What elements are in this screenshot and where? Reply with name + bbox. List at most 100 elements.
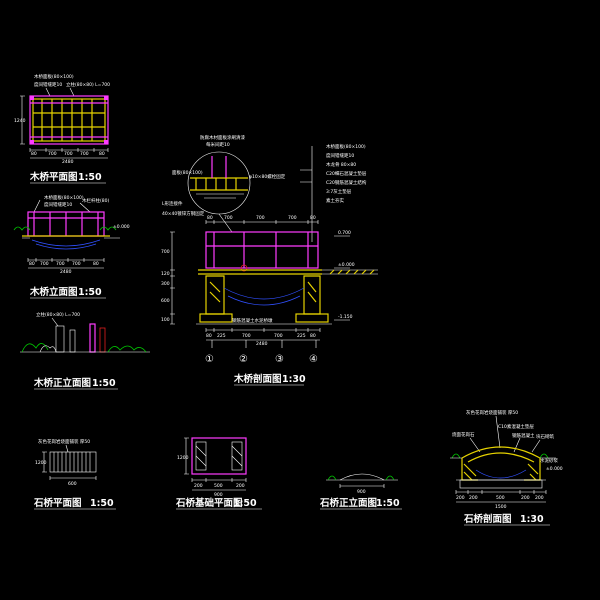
section-left-dim: 100 [161, 317, 170, 323]
section-bottom-dim-line [205, 328, 321, 341]
elev-note-2: 度间错缝距10 [44, 201, 72, 208]
stone-plan-left-dim: 1200 [35, 460, 47, 466]
foundation-left-dim-line [184, 437, 189, 475]
elev-water [31, 239, 101, 247]
section-left-dim: 120 [161, 271, 170, 277]
foundation-footing-left [195, 441, 207, 471]
stone-section-shrubs [451, 453, 549, 459]
stone-section-mid-note-2: 钢筋混凝土 [512, 432, 535, 439]
foundation-dim: 500 [214, 483, 223, 489]
section-bottom-dim: 700 [274, 333, 283, 339]
front-rock [39, 345, 57, 353]
section-note: C20钢筋混凝土结构 [326, 179, 367, 186]
section-bottom-note: 钢筋混凝土水泥桥墩 [232, 317, 273, 324]
stone-section-scale: 1:30 [520, 514, 544, 525]
elev-dim: 80 [29, 261, 35, 267]
plan-dim: 80 [31, 151, 37, 157]
plan-dim: 80 [99, 151, 105, 157]
section-bottom-dim: 225 [217, 333, 226, 339]
bubble-deck [190, 177, 248, 191]
wood-bridge-plan: 木桥面板(80×100) 度间错缝距10 立柱(80×80) L=700 124… [14, 73, 110, 184]
elev-shrubs [13, 226, 117, 231]
section-top-dim-line [205, 220, 319, 224]
foundation-hatch [195, 445, 243, 467]
wood-bridge-front: 立柱(80×80) L=700 木桥正立面图 1:50 [20, 311, 150, 390]
stone-section-dim: 200 [456, 495, 465, 501]
stone-front-title: 石桥正立面图 [319, 497, 377, 509]
section-note: 木桥面板(80×100) [326, 143, 366, 150]
section-note: C20细石混凝土垫层 [326, 170, 367, 177]
plan-post [104, 140, 108, 144]
section-axis-3: ③ [275, 354, 284, 365]
section-title: 木桥剖面图 [233, 373, 282, 385]
section-top-dim: 700 [288, 215, 297, 221]
stone-bridge-front: 900 石桥正立面图 1:50 [319, 473, 402, 510]
stone-section-left-note: 烧面花岗石 [452, 431, 475, 438]
section-left-dim: 600 [161, 298, 170, 304]
stone-plan-leader [65, 444, 69, 453]
stone-section-right-note-2: 水泥砂浆 [540, 457, 558, 464]
bubble-joists [196, 193, 244, 199]
plan-deck-outline [29, 95, 109, 145]
stone-section-abutments [461, 458, 541, 481]
plan-leaders [45, 87, 75, 97]
section-axis-4: ④ [309, 354, 318, 365]
stone-plan-title: 石桥平面图 [33, 497, 82, 509]
stone-bridge-section: 灰色花岗岩烧面铺装 厚50 烧面花岗石 C10素混凝土垫层 钢筋混凝土 块石砌筑… [450, 409, 563, 526]
stone-section-dim: 200 [469, 495, 478, 501]
section-scale: 1:30 [282, 374, 306, 385]
stone-bridge-foundation-plan: 1200 200 500 200 900 石桥基础平面图 1:50 [175, 437, 262, 510]
stone-plan-bottom-dim: 600 [68, 481, 77, 487]
section-bottom-dim: 700 [242, 333, 251, 339]
section-ground-hatch [329, 269, 375, 275]
wood-bridge-section: 防腐木材面板涂刷清漆 每米间距10 面板(80×100) φ10×80螺栓固定 … [161, 134, 378, 386]
front-post [89, 323, 96, 353]
section-level: 0.700 [338, 230, 351, 236]
stone-section-top-note: 灰色花岗岩烧面铺装 厚50 [466, 409, 518, 416]
section-bottom-dim: 225 [297, 333, 306, 339]
section-note: 3:7灰土垫层 [326, 188, 352, 195]
stone-section-title: 石桥剖面图 [463, 513, 512, 525]
elev-dim-lines [27, 258, 105, 269]
stone-bridge-plan: 灰色花岗岩烧面铺装 厚50 1200 600 石桥平面图 1:50 [33, 438, 116, 510]
section-pier-hatch [209, 281, 317, 303]
elevation-title: 木桥立面图 [29, 286, 78, 298]
front-note: 立柱(80×80) L=700 [36, 311, 80, 318]
section-note: 木龙骨 80×80 [326, 161, 356, 168]
plan-dim: 700 [48, 151, 57, 157]
plan-dim: 700 [64, 151, 73, 157]
plan-overall-dim: 2480 [62, 159, 74, 165]
section-bottom-dim: 80 [310, 333, 316, 339]
section-left-dim-line [170, 231, 175, 325]
stone-section-dim: 200 [535, 495, 544, 501]
section-level-marks [334, 235, 350, 321]
plan-dim: 700 [80, 151, 89, 157]
section-axis-1: ① [205, 354, 214, 365]
section-water [223, 287, 305, 300]
elev-note-3: 木栏杆柱(80) [82, 197, 109, 204]
elev-balusters [28, 212, 104, 236]
section-bottom-dim: 80 [206, 333, 212, 339]
section-bubble-note-2: 每米间距10 [206, 141, 230, 148]
bubble-boards [195, 178, 237, 190]
plan-post [30, 140, 34, 144]
stone-front-scale: 1:50 [376, 498, 400, 509]
section-piers [205, 275, 321, 315]
plan-bottom-dim-line [29, 148, 109, 159]
bubble-pointer [218, 213, 233, 233]
stone-plan-outline [49, 451, 97, 473]
elev-water-2 [35, 243, 97, 250]
front-post [69, 329, 76, 353]
stone-plan-scale: 1:50 [90, 498, 114, 509]
stone-plan-left-dim-line [42, 451, 47, 473]
section-axis-2: ② [239, 354, 248, 365]
section-bubble-note-1: 防腐木材面板涂刷清漆 [200, 134, 245, 141]
plan-left-dim: 1240 [14, 118, 26, 124]
elev-level: ±0.000 [113, 224, 130, 230]
section-callout-leader [300, 146, 313, 242]
section-top-dim: 80 [310, 215, 316, 221]
foundation-title: 石桥基础平面图 [175, 497, 243, 509]
section-bolt [240, 264, 248, 272]
section-level: -1.150 [338, 314, 353, 320]
